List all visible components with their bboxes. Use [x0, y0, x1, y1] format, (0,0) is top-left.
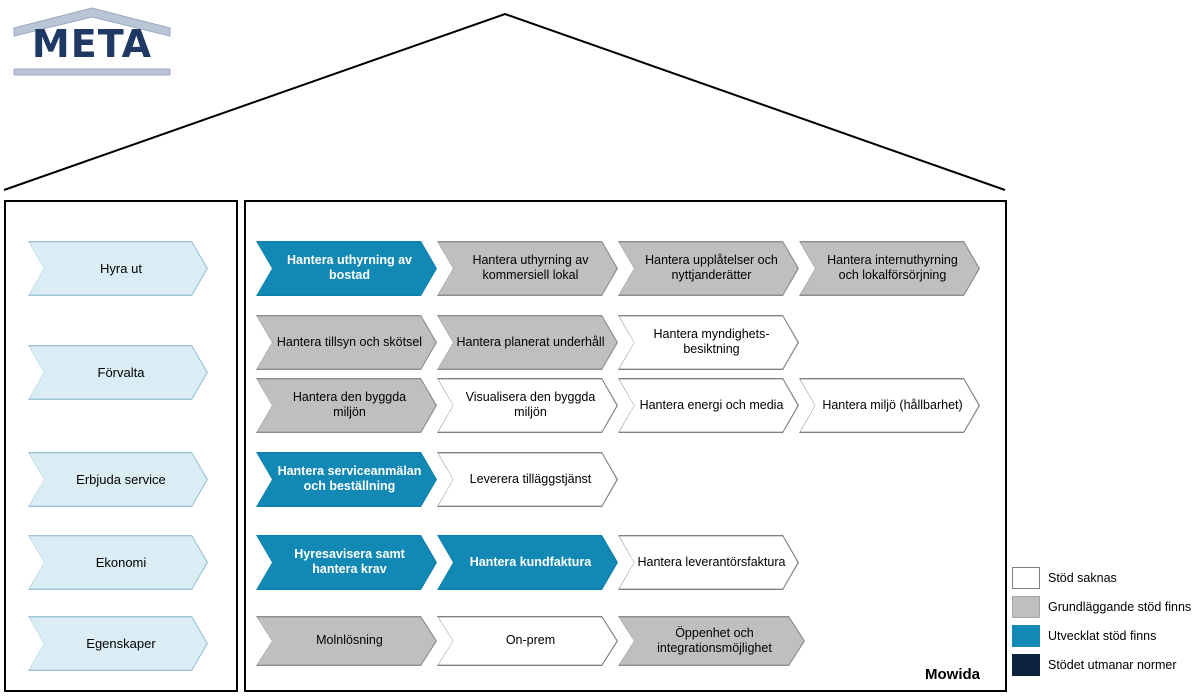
capability-item-hyra-ut[interactable]: Hyra ut [28, 241, 208, 296]
process-cell-label: Hyresavisera samt hantera krav [257, 536, 435, 588]
process-cell[interactable]: Leverera tilläggstjänst [437, 452, 618, 507]
process-cell[interactable]: Hantera internuthyrning och lokalförsörj… [799, 241, 980, 296]
legend-label-developed: Utvecklat stöd finns [1048, 628, 1157, 643]
process-cell-label: Hantera den byggda miljön [257, 379, 435, 431]
process-cell[interactable]: Hantera uthyrning av bostad [256, 241, 437, 296]
process-cell[interactable]: On-prem [437, 616, 618, 666]
process-cell-label: Leverera tilläggstjänst [438, 453, 616, 505]
legend-item-challenging: Stödet utmanar normer [1012, 650, 1198, 679]
process-cell[interactable]: Hantera upplåtelser och nyttjanderätter [618, 241, 799, 296]
process-cell-label: Hantera energi och media [619, 379, 797, 431]
legend-swatch-challenging [1012, 653, 1040, 676]
process-cell-label: Hantera myndighets-besiktning [619, 316, 797, 368]
process-cell[interactable]: Hantera planerat underhåll [437, 315, 618, 370]
capability-item-label: Ekonomi [29, 536, 206, 588]
legend-label-challenging: Stödet utmanar normer [1048, 657, 1177, 672]
process-cell[interactable]: Hantera leverantörsfaktura [618, 535, 799, 590]
process-cell[interactable]: Hantera myndighets-besiktning [618, 315, 799, 370]
process-cell-label: Visualisera den byggda miljön [438, 379, 616, 431]
legend-swatch-developed [1012, 624, 1040, 647]
meta-logo: META [8, 6, 176, 78]
process-cell[interactable]: Hantera uthyrning av kommersiell lokal [437, 241, 618, 296]
capability-item-erbjuda-service[interactable]: Erbjuda service [28, 452, 208, 507]
legend: Stöd saknas Grundläggande stöd finns Utv… [1012, 563, 1198, 679]
process-cell-label: Hantera planerat underhåll [438, 316, 616, 368]
legend-label-none: Stöd saknas [1048, 570, 1117, 585]
capability-item-label: Hyra ut [29, 242, 206, 294]
process-cell-label: Hantera serviceanmälan och beställning [257, 453, 435, 505]
brand-label: Mowida [925, 666, 980, 683]
process-cell-label: Molnlösning [257, 617, 435, 664]
process-cell-label: Hantera uthyrning av bostad [257, 242, 435, 294]
process-cell-label: Hantera uthyrning av kommersiell lokal [438, 242, 616, 294]
legend-swatch-basic [1012, 595, 1040, 618]
legend-label-basic: Grundläggande stöd finns [1048, 599, 1192, 614]
capability-item-label: Egenskaper [29, 617, 206, 669]
legend-item-basic: Grundläggande stöd finns [1012, 592, 1198, 621]
process-cell[interactable]: Hantera den byggda miljön [256, 378, 437, 433]
process-cell[interactable]: Hantera miljö (hållbarhet) [799, 378, 980, 433]
process-cell-label: Hantera tillsyn och skötsel [257, 316, 435, 368]
meta-logo-arch-icon [13, 7, 171, 76]
legend-item-none: Stöd saknas [1012, 563, 1198, 592]
process-cell[interactable]: Hantera energi och media [618, 378, 799, 433]
process-cell[interactable]: Molnlösning [256, 616, 437, 666]
process-cell-label: Hantera internuthyrning och lokalförsörj… [800, 242, 978, 294]
process-cell-label: Öppenhet och integrationsmöjlighet [619, 617, 803, 664]
process-cell-label: Hantera upplåtelser och nyttjanderätter [619, 242, 797, 294]
process-cell-label: Hantera kundfaktura [438, 536, 616, 588]
process-cell[interactable]: Öppenhet och integrationsmöjlighet [618, 616, 805, 666]
process-cell-label: Hantera miljö (hållbarhet) [800, 379, 978, 431]
legend-swatch-none [1012, 566, 1040, 589]
process-cell[interactable]: Hyresavisera samt hantera krav [256, 535, 437, 590]
legend-item-developed: Utvecklat stöd finns [1012, 621, 1198, 650]
process-cell[interactable]: Hantera tillsyn och skötsel [256, 315, 437, 370]
process-cell-label: Hantera leverantörsfaktura [619, 536, 797, 588]
capability-item-label: Förvalta [29, 346, 206, 398]
roof-shape [3, 12, 1006, 191]
meta-logo-text: META [31, 22, 153, 66]
process-cell[interactable]: Visualisera den byggda miljön [437, 378, 618, 433]
capability-item-ekonomi[interactable]: Ekonomi [28, 535, 208, 590]
capability-item-label: Erbjuda service [29, 453, 206, 505]
process-cell[interactable]: Hantera kundfaktura [437, 535, 618, 590]
process-cell-label: On-prem [438, 617, 616, 664]
capability-item-forvalta[interactable]: Förvalta [28, 345, 208, 400]
process-cell[interactable]: Hantera serviceanmälan och beställning [256, 452, 437, 507]
capability-item-egenskaper[interactable]: Egenskaper [28, 616, 208, 671]
